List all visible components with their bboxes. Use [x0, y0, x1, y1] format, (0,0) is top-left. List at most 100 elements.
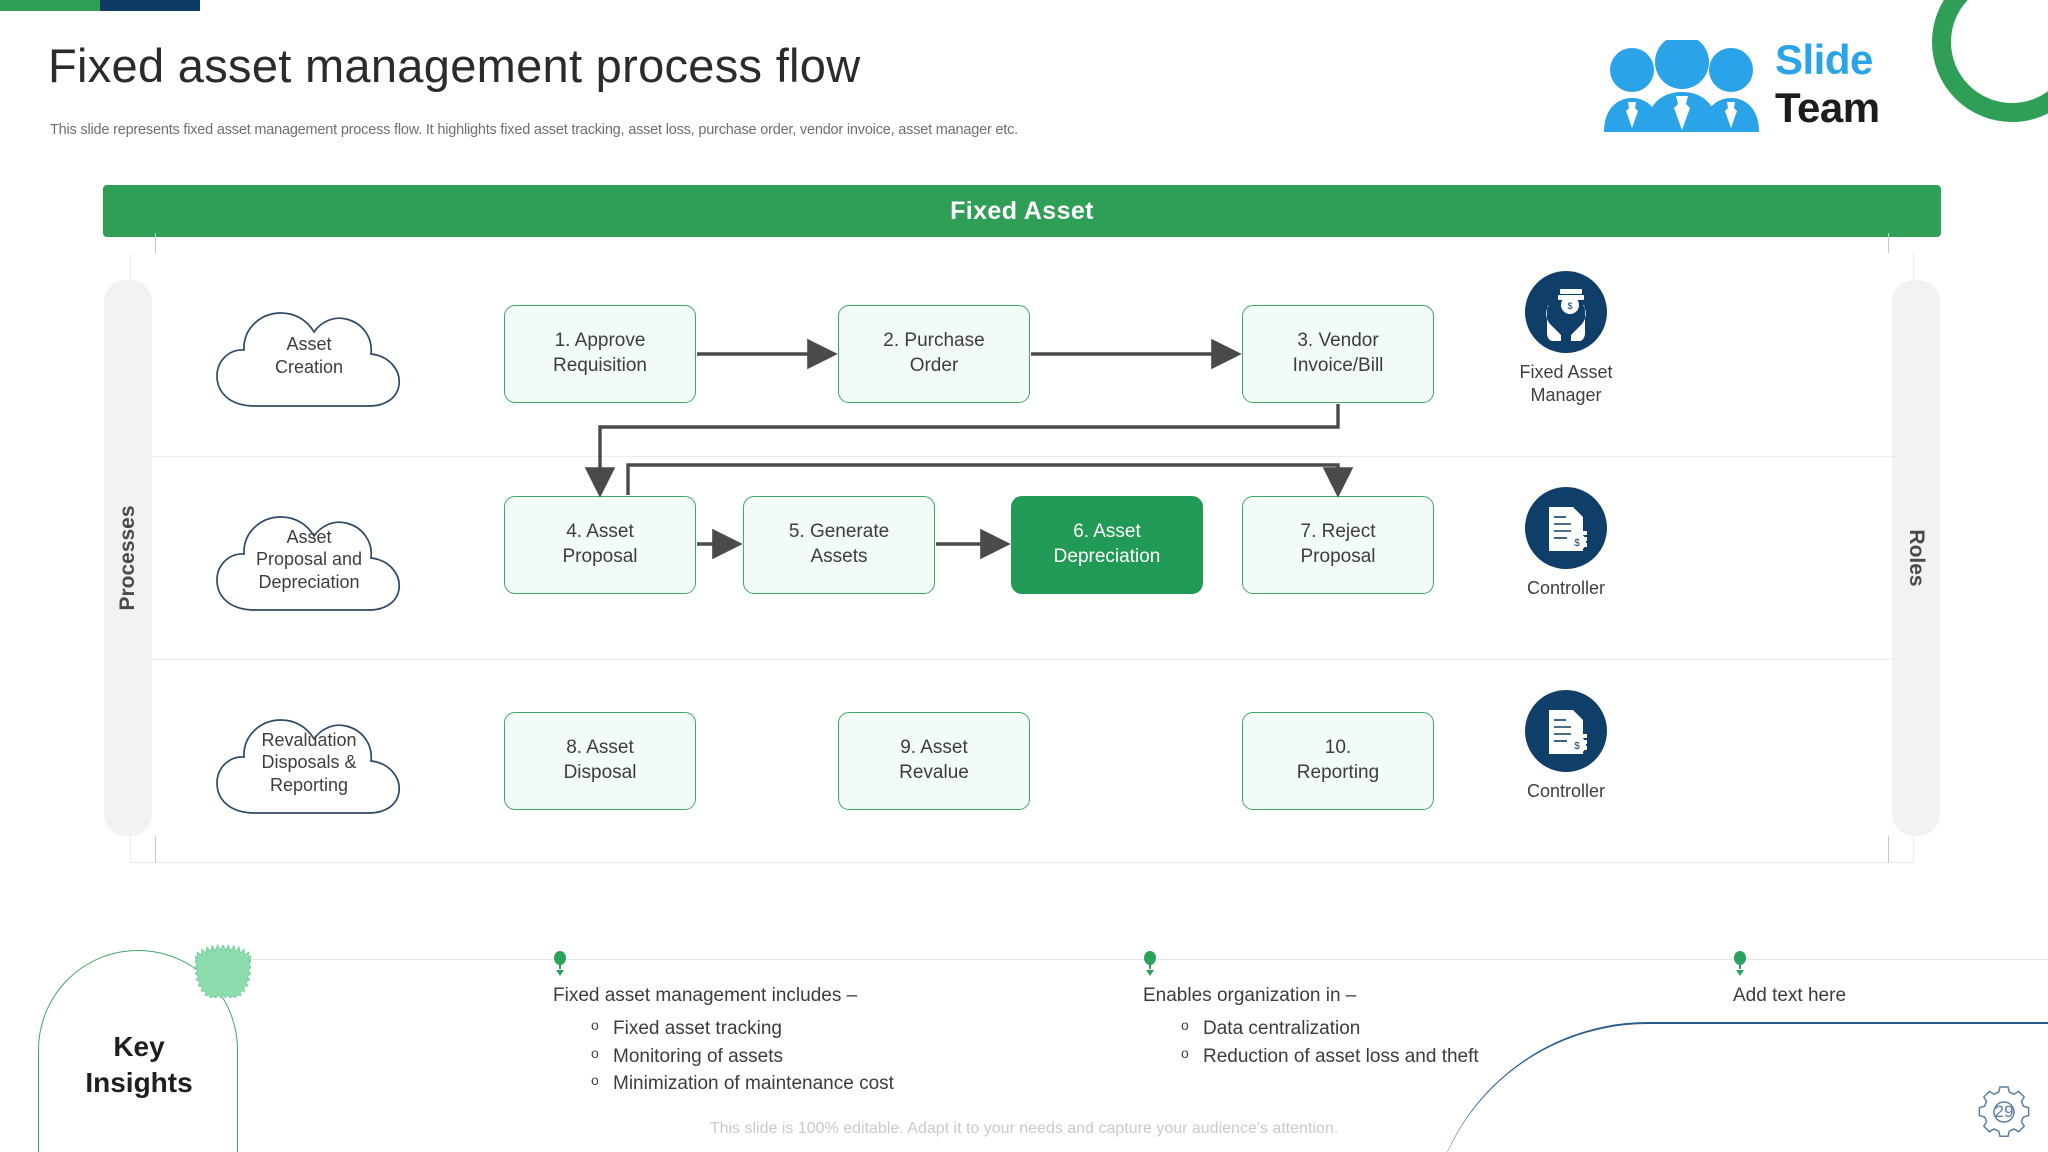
decorative-ring [1932, 0, 2048, 122]
process-box-label-line: 5. Generate [788, 521, 890, 543]
roles-rail-tick-bottom [1888, 836, 1889, 863]
process-box-6-asset-depreciation[interactable]: 6. Asset Depreciation [1011, 496, 1203, 594]
cloud-asset-creation: Asset Creation [209, 293, 409, 418]
pin-marker-icon [1734, 951, 1746, 976]
starburst-icon [195, 943, 251, 998]
role-label: Fixed Asset Manager [1501, 361, 1631, 406]
page-subtitle: This slide represents fixed asset manage… [50, 122, 1018, 138]
decorative-curve [1428, 1022, 2048, 1152]
process-box-1-approve-requisition[interactable]: 1. Approve Requisition [504, 305, 696, 403]
process-box-label-line: Disposal [563, 762, 637, 783]
page-number: 29 [1994, 1102, 2014, 1121]
insight-list-item: Monitoring of assets [587, 1043, 894, 1071]
hands-money-icon: $ [1525, 271, 1607, 353]
role-label-line: Fixed Asset [1519, 362, 1613, 382]
process-box-label-line: Invoice/Bill [1292, 355, 1384, 376]
insight-heading: Fixed asset management includes – [553, 985, 858, 1006]
process-box-label-line: 9. Asset [900, 737, 968, 759]
process-box-label-line: 2. Purchase [883, 330, 985, 352]
process-box-label-line: Revalue [899, 762, 969, 783]
process-box-label-line: Assets [810, 546, 868, 567]
process-box-3-vendor-invoice[interactable]: 3. Vendor Invoice/Bill [1242, 305, 1434, 403]
process-box-label-line: Requisition [553, 355, 647, 376]
cloud-label-line: Depreciation [258, 571, 360, 592]
insight-list-item: Reduction of asset loss and theft [1177, 1043, 1479, 1071]
process-box-label-line: Depreciation [1053, 546, 1161, 567]
role-controller-row2: $ Controller [1501, 487, 1631, 600]
process-box-5-generate-assets[interactable]: 5. Generate Assets [743, 496, 935, 594]
process-box-label-line: 7. Reject [1300, 521, 1376, 543]
svg-text:$: $ [1567, 301, 1572, 311]
document-money-icon: $ [1525, 690, 1607, 772]
top-accent-bar-green [0, 0, 100, 11]
process-box-10-reporting[interactable]: 10. Reporting [1242, 712, 1434, 810]
process-box-label-line: Proposal [1300, 546, 1376, 567]
svg-text:$: $ [1574, 741, 1580, 752]
role-label-line: Controller [1526, 781, 1606, 801]
cloud-label-line: Proposal and [255, 549, 363, 570]
cloud-label-line: Revaluation [261, 730, 357, 751]
process-box-7-reject-proposal[interactable]: 7. Reject Proposal [1242, 496, 1434, 594]
process-box-label-line: 6. Asset [1073, 521, 1141, 543]
slideteam-logo: Slide Team [1600, 22, 1900, 142]
processes-rail: Processes [104, 280, 152, 836]
process-box-8-asset-disposal[interactable]: 8. Asset Disposal [504, 712, 696, 810]
diagram-banner: Fixed Asset [103, 185, 1941, 237]
key-insights-title: Key Insights [39, 1029, 239, 1102]
cloud-label: Asset Creation [209, 293, 409, 418]
role-controller-row3: $ Controller [1501, 690, 1631, 803]
cloud-label: Revaluation Disposals & Reporting [209, 700, 409, 825]
process-box-label-line: 8. Asset [566, 737, 634, 759]
pin-marker-icon [1144, 951, 1156, 976]
process-row-3: Revaluation Disposals & Reporting 8. Ass… [131, 659, 1913, 862]
people-group-icon [1604, 40, 1759, 132]
insight-list: Fixed asset tracking Monitoring of asset… [587, 1015, 894, 1098]
process-box-label-line: Reporting [1296, 762, 1380, 783]
insight-heading[interactable]: Add text here [1733, 985, 1847, 1006]
document-money-icon: $ [1525, 487, 1607, 569]
page-title: Fixed asset management process flow [48, 39, 861, 92]
roles-rail: Roles [1892, 280, 1940, 836]
logo-word-slide: Slide [1775, 36, 1873, 83]
cloud-label-line: Creation [274, 356, 344, 377]
process-box-4-asset-proposal[interactable]: 4. Asset Proposal [504, 496, 696, 594]
process-box-label-line: 1. Approve [554, 330, 646, 352]
process-box-label-line: 4. Asset [566, 521, 634, 543]
role-label-line: Controller [1526, 578, 1606, 598]
pin-marker-icon [554, 951, 566, 976]
cloud-label-line: Reporting [269, 774, 349, 795]
insight-list-item: Data centralization [1177, 1015, 1479, 1043]
top-accent-bar-navy [100, 0, 200, 11]
insight-list-item: Fixed asset tracking [587, 1015, 894, 1043]
insight-list: Data centralization Reduction of asset l… [1177, 1015, 1479, 1070]
cloud-asset-proposal-depreciation: Asset Proposal and Depreciation [209, 497, 409, 622]
role-label-line: Manager [1530, 384, 1602, 405]
roles-rail-tick-top [1888, 233, 1889, 253]
cloud-shape [216, 719, 400, 814]
process-box-9-asset-revalue[interactable]: 9. Asset Revalue [838, 712, 1030, 810]
rail-tick-bottom [155, 836, 156, 863]
insight-heading: Enables organization in – [1143, 985, 1357, 1006]
footer-note: This slide is 100% editable. Adapt it to… [709, 1120, 1339, 1137]
key-insights-section: Key Insights Fixed asset management incl… [0, 905, 2048, 1152]
process-row-1: Asset Creation 1. Approve Requisition 2.… [131, 253, 1913, 456]
process-row-2: Asset Proposal and Depreciation 4. Asset… [131, 456, 1913, 659]
key-insights-title-line: Insights [85, 1067, 193, 1099]
key-insights-title-line: Key [113, 1031, 165, 1062]
role-label: Controller [1501, 577, 1631, 600]
process-box-2-purchase-order[interactable]: 2. Purchase Order [838, 305, 1030, 403]
role-label: Controller [1501, 780, 1631, 803]
cloud-label: Asset Proposal and Depreciation [209, 497, 409, 622]
logo-word-team: Team [1775, 84, 1880, 131]
cloud-label-line: Asset [286, 527, 332, 548]
process-box-label-line: 3. Vendor [1297, 330, 1379, 352]
process-box-label-line: Proposal [562, 546, 638, 567]
cloud-shape [216, 516, 400, 611]
process-box-label-line: 10. [1324, 737, 1352, 759]
cloud-label-line: Asset [286, 334, 332, 355]
page-number-badge: 29 [1976, 1084, 2032, 1140]
gear-icon [1978, 1086, 2030, 1137]
rail-tick-top [155, 233, 156, 253]
cloud-shape [216, 312, 400, 407]
insight-list-item: Minimization of maintenance cost [587, 1070, 894, 1098]
